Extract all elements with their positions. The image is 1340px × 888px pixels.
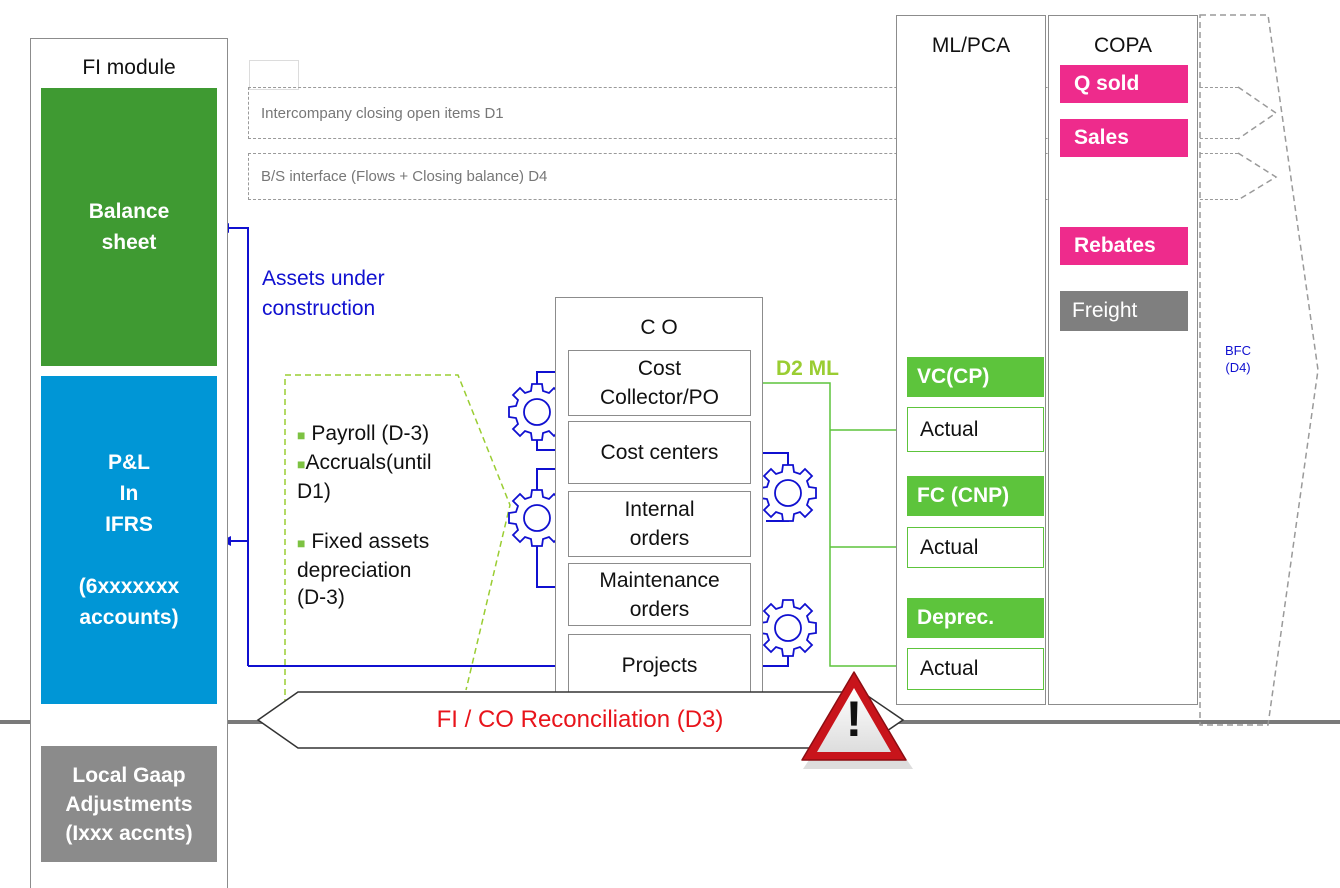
co-item-line: Collector/PO	[599, 386, 720, 409]
balance-sheet-line: Balance	[88, 200, 170, 223]
gear-icon	[759, 599, 817, 657]
pl-line: IFRS	[105, 513, 153, 536]
bullet-marker-icon: ■	[297, 456, 306, 472]
pl-line: accounts)	[79, 606, 179, 629]
freight-label: Freight	[1060, 291, 1188, 331]
gear-icon	[508, 489, 566, 547]
balance-sheet-line: sheet	[101, 231, 157, 254]
d2-ml-label: D2 ML	[776, 357, 839, 380]
co-item-line: Cost centers	[600, 441, 719, 464]
assets-under-construction-label: Assets under construction	[262, 264, 385, 324]
intercompany-flow: Intercompany closing open items D1	[248, 87, 1238, 139]
bullet-marker-icon: ■	[297, 427, 306, 443]
bullet-text: Accruals(until	[305, 451, 432, 474]
pl-line: In	[119, 482, 139, 505]
internal-orders-item[interactable]: Internal orders	[568, 491, 751, 557]
copa-title: COPA	[1094, 34, 1152, 57]
warning-exclamation: !	[845, 691, 863, 747]
fc-cnp-label: FC (CNP)	[907, 476, 1044, 516]
bfc-arrow	[1199, 14, 1319, 726]
balance-sheet-block: Balance sheet	[41, 88, 217, 366]
local-gaap-line: Adjustments	[65, 792, 193, 816]
co-item-line: orders	[629, 597, 690, 621]
mlpca-title: ML/PCA	[931, 34, 1011, 57]
pl-ifrs-block: P&L In IFRS (6xxxxxxx accounts)	[41, 376, 217, 704]
reconciliation-label: FI / CO Reconciliation (D3)	[436, 706, 724, 733]
projects-item[interactable]: Projects	[568, 634, 751, 696]
intercompany-flow-arrowhead	[1237, 86, 1278, 140]
maintenance-orders-item[interactable]: Maintenance orders	[568, 563, 751, 626]
actual-vc-box[interactable]: Actual	[907, 407, 1044, 452]
bullet-text: (D-3)	[297, 586, 345, 609]
bfc-label: BFC (D4)	[1218, 342, 1258, 376]
pl-line: (6xxxxxxx	[78, 575, 180, 598]
co-item-line: Cost	[637, 357, 682, 380]
deprec-label: Deprec.	[907, 598, 1044, 638]
d2-connector-main	[752, 382, 907, 671]
sales-label: Sales	[1060, 119, 1188, 157]
assets-connector	[219, 223, 249, 666]
pl-line: P&L	[108, 451, 150, 474]
bullet-payroll: ■ Payroll (D-3)	[297, 420, 432, 449]
actual-fc-box[interactable]: Actual	[907, 527, 1044, 568]
bfc-line: (D4)	[1225, 360, 1251, 375]
bullet-list: ■ Payroll (D-3) ■Accruals(until D1) ■ Fi…	[297, 420, 432, 611]
co-item-line: Internal	[624, 498, 695, 521]
cost-centers-item[interactable]: Cost centers	[568, 421, 751, 484]
assets-line: construction	[262, 297, 376, 320]
bullet-text: Payroll (D-3)	[311, 422, 430, 445]
local-gaap-block: Local Gaap Adjustments (Ixxx accnts)	[41, 746, 217, 862]
bullet-callout	[284, 374, 511, 705]
local-gaap-line: (Ixxx accnts)	[65, 821, 193, 845]
actual-deprec-box[interactable]: Actual	[907, 648, 1044, 690]
co-item-line: Projects	[621, 653, 698, 677]
placeholder-box	[249, 60, 299, 90]
vc-cp-label: VC(CP)	[907, 357, 1044, 397]
local-gaap-line: Local Gaap	[72, 763, 186, 787]
bullet-fixed-assets: ■ Fixed assets	[297, 528, 432, 557]
warning-icon	[801, 671, 907, 761]
co-item-line: Maintenance	[599, 568, 720, 592]
bfc-line: BFC	[1225, 343, 1251, 358]
rebates-label: Rebates	[1060, 227, 1188, 265]
co-item-line: orders	[629, 527, 690, 550]
bullet-accruals: ■Accruals(until	[297, 449, 432, 478]
gear-icon	[759, 464, 817, 522]
gear-icon	[508, 383, 566, 441]
q-sold-label: Q sold	[1060, 65, 1188, 103]
assets-line: Assets under	[262, 267, 385, 290]
bullet-text: Fixed assets	[311, 530, 430, 553]
fi-module-title: FI module	[82, 56, 176, 79]
bullet-text: D1)	[297, 480, 331, 503]
bs-interface-flow: B/S interface (Flows + Closing balance) …	[248, 153, 1238, 200]
bullet-text: depreciation	[297, 559, 412, 582]
bullet-marker-icon: ■	[297, 535, 306, 551]
co-title: C O	[640, 316, 678, 339]
bs-flow-arrowhead	[1237, 152, 1278, 201]
